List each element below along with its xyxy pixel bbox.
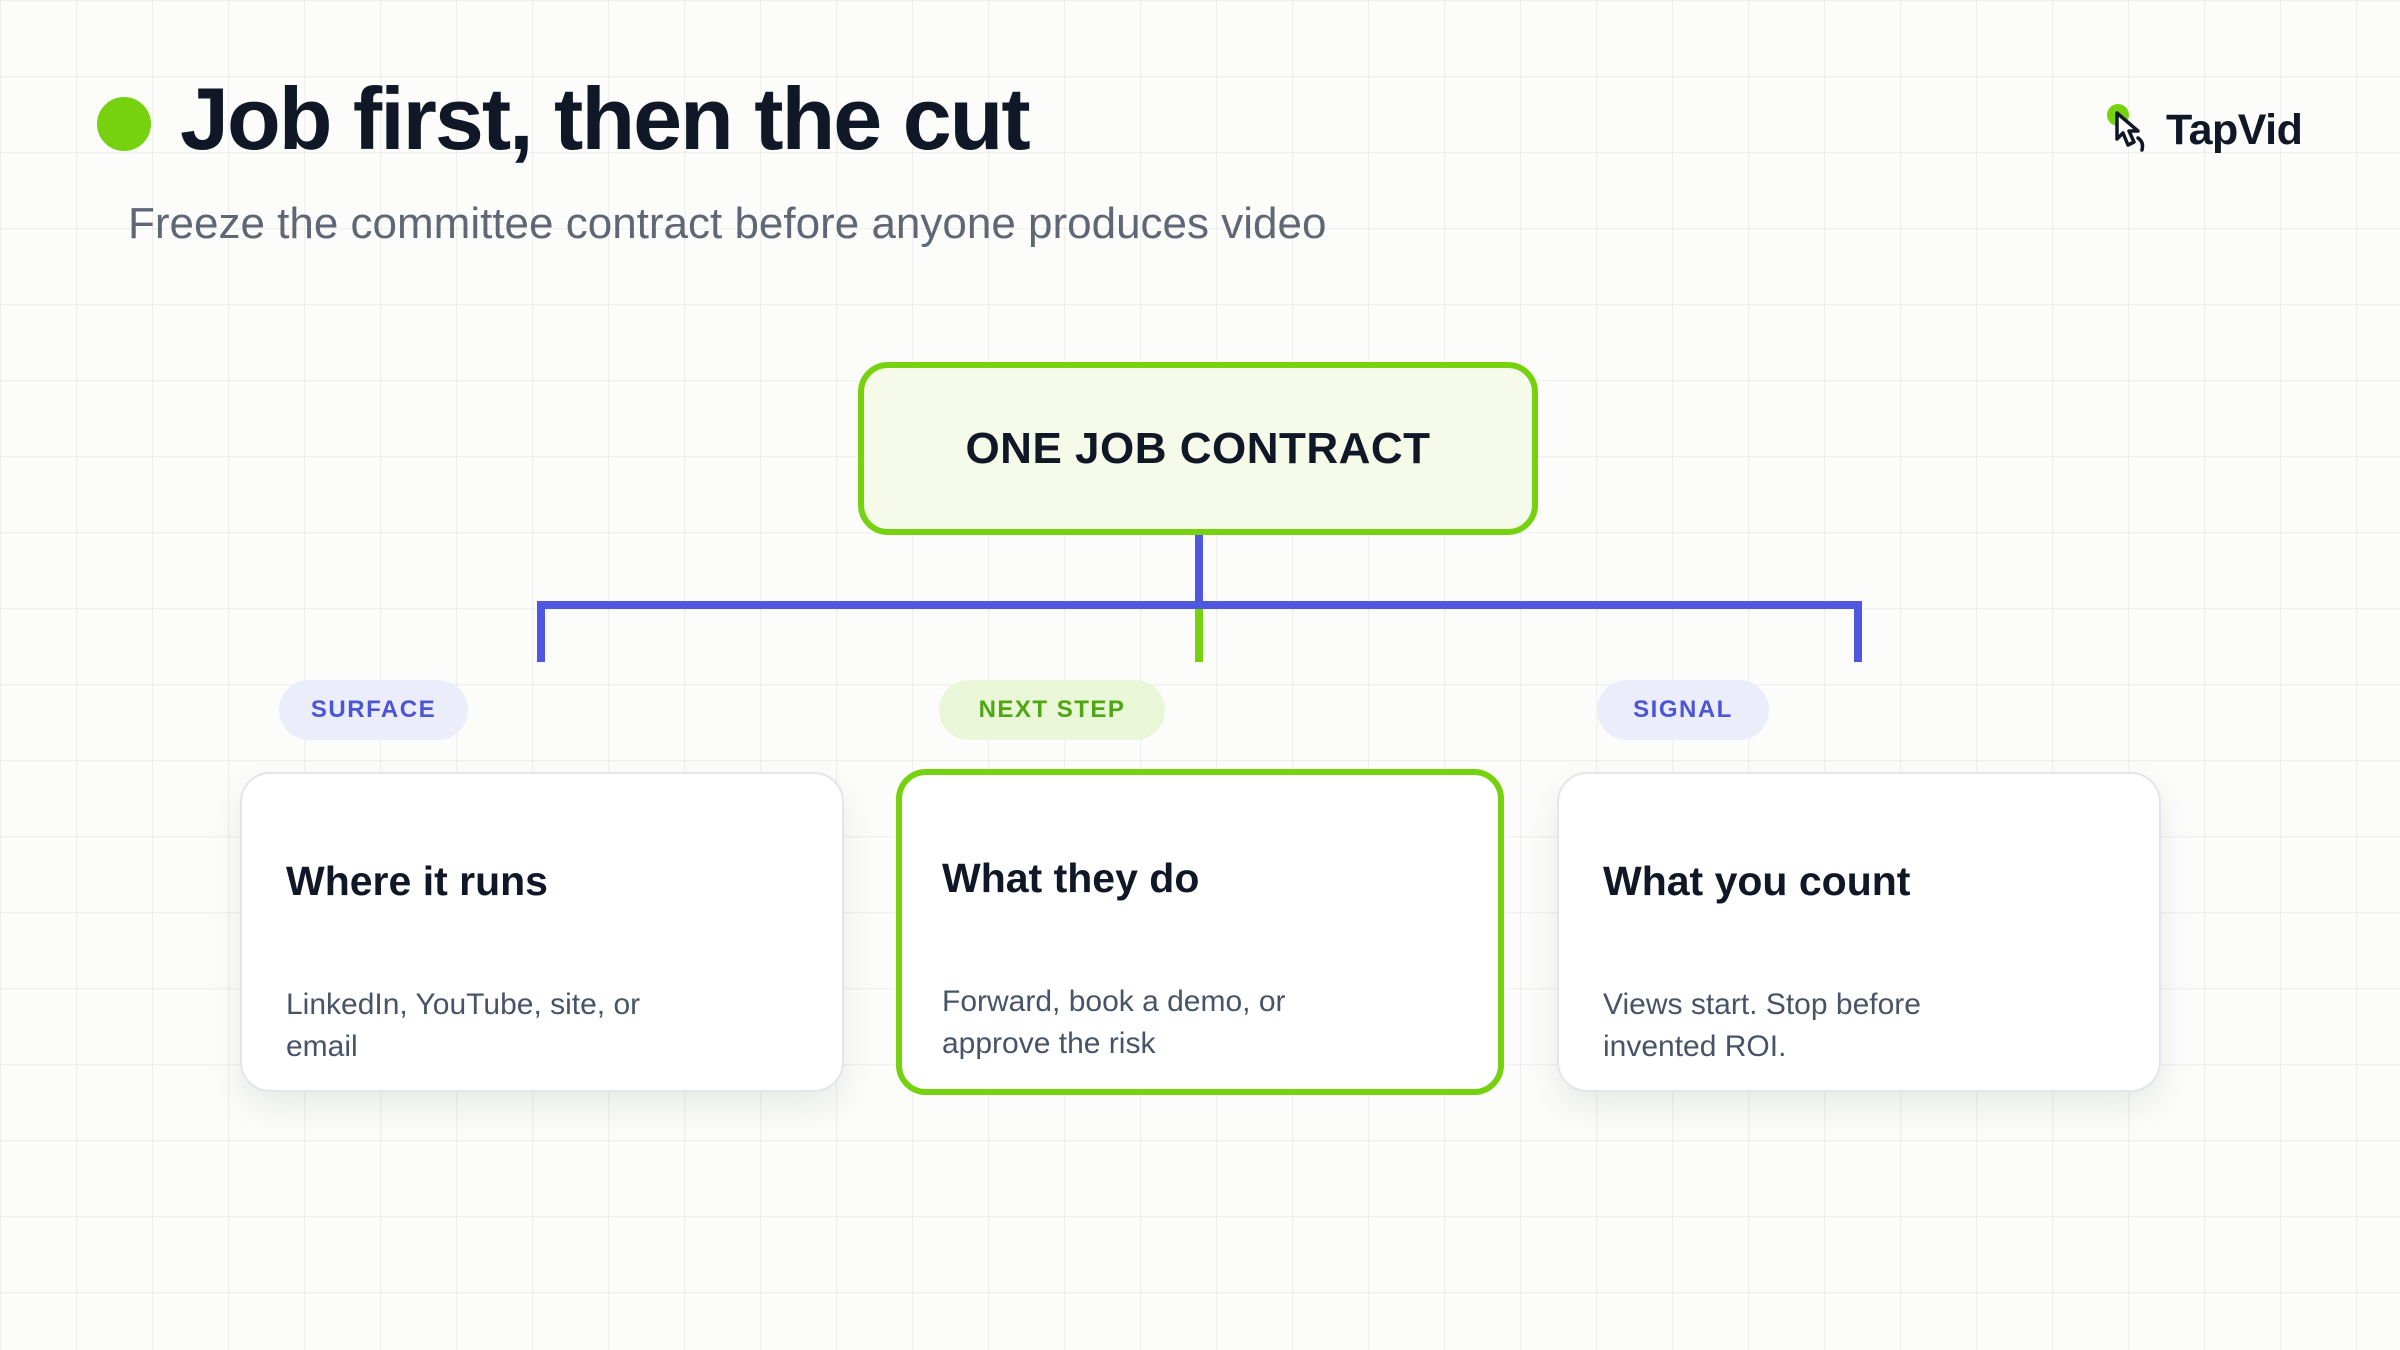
branch-bar-connector [537, 601, 1862, 662]
root-node-label: ONE JOB CONTRACT [965, 423, 1431, 473]
card-signal: What you count Views start. Stop before … [1557, 772, 2161, 1092]
tag-next-step: NEXT STEP [939, 680, 1165, 740]
card-surface: Where it runs LinkedIn, YouTube, site, o… [240, 772, 844, 1092]
card-title: What you count [1603, 858, 1911, 904]
tag-surface: SURFACE [279, 680, 468, 740]
brand-name: TapVid [2166, 105, 2303, 154]
page-subtitle: Freeze the committee contract before any… [128, 199, 1327, 248]
card-description: Forward, book a demo, or approve the ris… [942, 985, 1286, 1060]
page-title: Job first, then the cut [180, 69, 1031, 168]
card-title: Where it runs [286, 858, 548, 904]
card-title: What they do [942, 855, 1200, 901]
root-node-one-job-contract: ONE JOB CONTRACT [858, 362, 1538, 535]
brand-logo: TapVid [2104, 98, 2303, 162]
card-description: Views start. Stop before invented ROI. [1603, 988, 1921, 1063]
title-bullet-dot [97, 97, 151, 151]
card-description: LinkedIn, YouTube, site, or email [286, 988, 641, 1063]
pointer-hand-icon [2104, 100, 2160, 160]
tag-signal: SIGNAL [1597, 680, 1769, 740]
card-next-step: What they do Forward, book a demo, or ap… [896, 769, 1504, 1095]
